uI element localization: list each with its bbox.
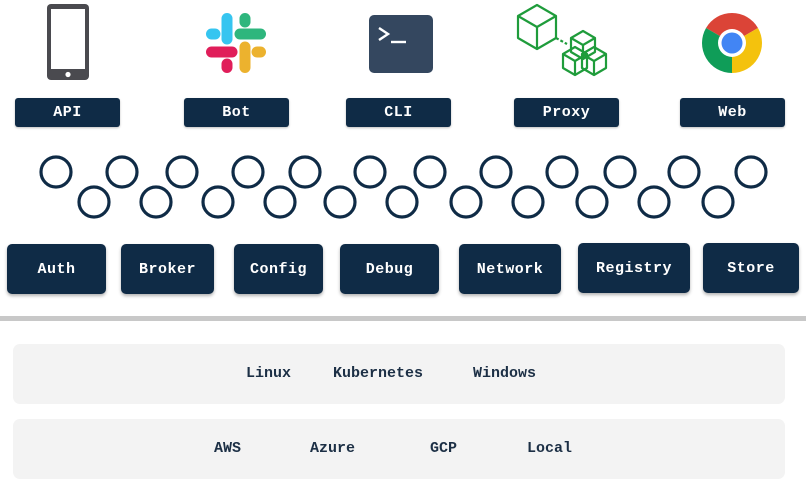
mesh-node bbox=[385, 185, 419, 219]
mesh-node bbox=[701, 185, 735, 219]
mesh-node bbox=[139, 185, 173, 219]
mesh-node bbox=[545, 155, 579, 189]
proxy-cubes-icon bbox=[515, 3, 609, 81]
client-label-proxy: Proxy bbox=[514, 98, 619, 127]
service-config: Config bbox=[234, 244, 323, 294]
layer-separator bbox=[0, 316, 806, 321]
service-debug: Debug bbox=[340, 244, 439, 294]
slack-icon bbox=[205, 12, 267, 74]
client-label-bot: Bot bbox=[184, 98, 289, 127]
mesh-node bbox=[603, 155, 637, 189]
client-label-api: API bbox=[15, 98, 120, 127]
service-registry: Registry bbox=[578, 243, 690, 293]
service-store: Store bbox=[703, 243, 799, 293]
mesh-node bbox=[449, 185, 483, 219]
mesh-node bbox=[288, 155, 322, 189]
service-network: Network bbox=[459, 244, 561, 294]
mesh-node bbox=[575, 185, 609, 219]
client-label-cli: CLI bbox=[346, 98, 451, 127]
mesh-node bbox=[479, 155, 513, 189]
chrome-icon bbox=[702, 13, 762, 73]
mesh-node bbox=[413, 155, 447, 189]
terminal-icon bbox=[369, 15, 433, 73]
mesh-node bbox=[201, 185, 235, 219]
mesh-node bbox=[231, 155, 265, 189]
mesh-node bbox=[667, 155, 701, 189]
platform-azure: Azure bbox=[310, 440, 356, 457]
platform-windows: Windows bbox=[473, 365, 537, 382]
mesh-node bbox=[263, 185, 297, 219]
mesh-node bbox=[39, 155, 73, 189]
client-label-web: Web bbox=[680, 98, 785, 127]
cloud-platform-row: AWS Azure GCP Local bbox=[13, 419, 785, 479]
platform-kubernetes: Kubernetes bbox=[333, 365, 424, 382]
mesh-node bbox=[323, 185, 357, 219]
mesh-node bbox=[637, 185, 671, 219]
platform-linux: Linux bbox=[246, 365, 292, 382]
platform-gcp: GCP bbox=[430, 440, 458, 457]
mesh-node bbox=[353, 155, 387, 189]
mesh-node bbox=[77, 185, 111, 219]
platform-aws: AWS bbox=[214, 440, 242, 457]
service-broker: Broker bbox=[121, 244, 214, 294]
mesh-node bbox=[511, 185, 545, 219]
mesh-node bbox=[105, 155, 139, 189]
mesh-node bbox=[165, 155, 199, 189]
os-platform-row: Linux Kubernetes Windows bbox=[13, 344, 785, 404]
mesh-node bbox=[734, 155, 768, 189]
service-auth: Auth bbox=[7, 244, 106, 294]
platform-local: Local bbox=[527, 440, 573, 457]
service-mesh bbox=[39, 155, 768, 219]
mobile-phone-icon bbox=[46, 3, 90, 81]
